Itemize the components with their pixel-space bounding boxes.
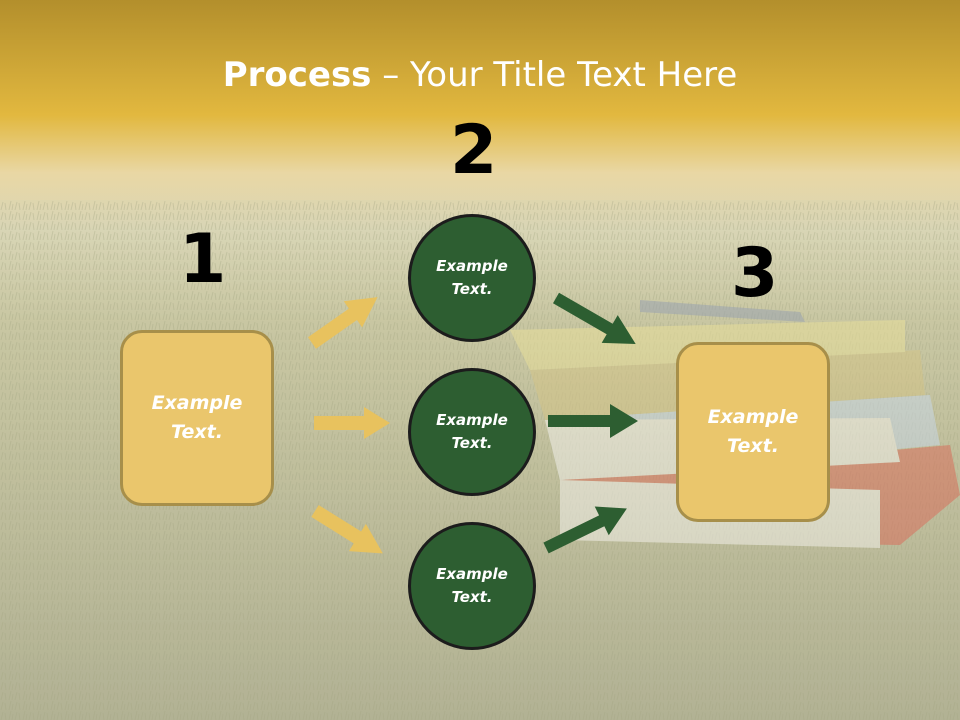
- step-1-box: Example Text.: [120, 330, 274, 506]
- step-1-text: Example Text.: [151, 392, 243, 443]
- step-2-number: 2: [450, 111, 498, 190]
- yellow-arrows: [307, 297, 390, 554]
- circle-middle-text: Example Text.: [436, 411, 508, 452]
- step-3-box: Example Text.: [676, 342, 830, 522]
- step-3-text: Example Text.: [707, 406, 799, 457]
- step-3-number: 3: [731, 234, 779, 313]
- step-1-number: 1: [179, 220, 227, 299]
- step-2-circle-top: Example Text.: [408, 214, 536, 342]
- step-2-circle-bottom: Example Text.: [408, 522, 536, 650]
- slide-title: Process – Your Title Text Here: [0, 54, 960, 96]
- arrow-yellow-down-icon: [311, 505, 383, 554]
- step-2-circle-middle: Example Text.: [408, 368, 536, 496]
- arrow-green-up-icon: [543, 506, 627, 554]
- arrow-green-down-icon: [553, 292, 636, 344]
- title-bold: Process: [222, 55, 372, 95]
- title-rest: – Your Title Text Here: [371, 55, 738, 95]
- circle-bottom-text: Example Text.: [436, 565, 508, 606]
- green-arrows: [543, 292, 638, 554]
- arrow-green-right-icon: [548, 404, 638, 438]
- arrow-yellow-up-icon: [307, 297, 378, 349]
- circle-top-text: Example Text.: [436, 257, 508, 298]
- arrow-yellow-right-icon: [314, 407, 390, 439]
